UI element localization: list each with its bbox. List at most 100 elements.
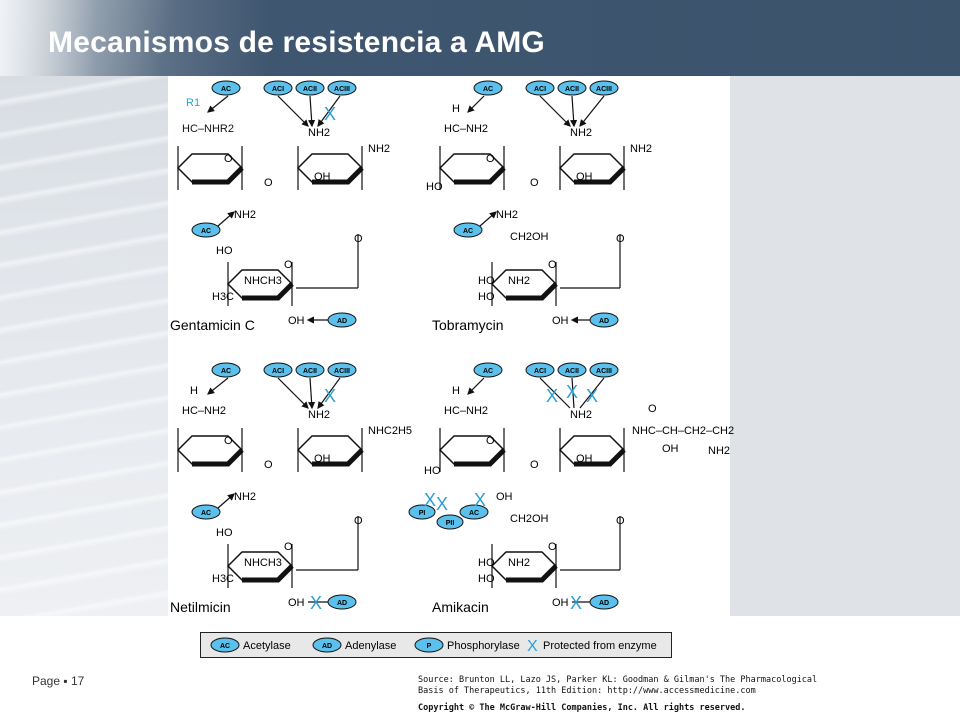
sidechain-hydroxyl-label: OH [662,443,679,455]
source-line-2: Basis of Therapeutics, 11th Edition: htt… [418,686,756,696]
netilmicin-label: Netilmicin [170,599,231,615]
ch2oh-label: CH2OH [510,231,549,243]
ring-oxygen: O [486,153,495,165]
amino-label: NH2 [630,143,652,155]
netilmicin-structure: O O OH NHC2H5 H HC–NH2 NH2 NH2 O HO O NH… [170,362,412,615]
hydroxyl-label: OH [552,597,569,609]
amino-label: NH2 [308,409,330,421]
svg-text:ACI: ACI [534,86,546,93]
hydroxyl-label: OH [496,491,513,503]
gentamicin-label: Gentamicin C [170,317,255,333]
protected-x-mark: X [324,386,336,406]
svg-text:ACIII: ACIII [334,368,350,375]
enzyme-ac2-badge: ACII [295,362,325,378]
gentamicin-structure: O O OH NH2 R1 HC–NHR2 NH2 NH2 O HO O NHC… [170,80,390,333]
hydroxyl-label: HO [478,275,495,287]
enzyme-ac-badge: AC [473,80,503,96]
hc-nhr2-label: HC–NHR2 [182,123,234,135]
svg-text:ACI: ACI [272,86,284,93]
svg-text:ACI: ACI [272,368,284,375]
slide-title: Mecanismos de resistencia a AMG [48,26,545,59]
svg-text:ACIII: ACIII [596,86,612,93]
hc-nh2-label: HC–NH2 [444,405,488,417]
protected-x-mark: X [310,593,322,613]
amino-label: NH2 [234,491,256,503]
enzyme-ac2-badge: ACII [557,80,587,96]
amikacin-label: Amikacin [432,599,489,615]
amino-label: NH2 [234,209,256,221]
legend-phosphorylase-text: Phosphorylase [447,640,520,652]
svg-text:AC: AC [469,510,479,517]
hydroxyl-label: OH [576,171,593,183]
protected-x-mark: X [566,382,578,402]
enzyme-p1-badge: PI [408,504,436,520]
nhc2h5-label: NHC2H5 [368,425,412,437]
page-number: Page ▪ 17 [32,674,85,688]
legend-protected-text: Protected from enzyme [543,640,657,652]
svg-text:ACI: ACI [534,368,546,375]
carbonyl-oxygen-label: O [648,403,657,415]
enzyme-ac-badge: AC [453,222,483,238]
amino-label: NH2 [368,143,390,155]
legend-protected: X Protected from enzyme [527,638,657,655]
hc-nh2-label: HC–NH2 [444,123,488,135]
h3c-label: H3C [212,291,234,303]
h-label: H [452,103,460,115]
oxygen-label: O [284,259,293,271]
svg-text:X: X [527,638,538,655]
hydroxyl-label: OH [314,453,331,465]
protected-x-mark: X [570,593,582,613]
amikacin-structure: O O OH H HC–NH2 NH2 HO OH CH2OH O HO O N… [408,362,734,615]
nhch3-label: NHCH3 [244,557,282,569]
hydroxyl-label: HO [216,245,233,257]
hydroxyl-label: HO [478,291,495,303]
background-left-panel [0,76,168,616]
legend-acetylase-text: Acetylase [243,640,291,652]
oxygen-label: O [548,259,557,271]
svg-text:ACIII: ACIII [334,86,350,93]
ring-oxygen: O [224,435,233,447]
hc-nh2-label: HC–NH2 [182,405,226,417]
aminoglycoside-figure: O O OH NH2 R1 HC–NHR2 NH2 NH2 O HO O NHC… [168,76,734,616]
legend-phosphorylase: P Phosphorylase [414,637,520,653]
glycosidic-oxygen: O [530,459,539,471]
tobramycin-structure: O O OH NH2 H HC–NH2 NH2 HO NH2 CH2OH O H… [426,80,652,333]
svg-text:ACII: ACII [303,86,317,93]
ch2oh-label: CH2OH [510,513,549,525]
amino-label: NH2 [508,275,530,287]
enzyme-ac-badge: AC [191,504,221,520]
r1-label: R1 [186,97,200,109]
amino-label: NH2 [508,557,530,569]
protected-x-mark: X [546,386,558,406]
tobramycin-label: Tobramycin [432,317,504,333]
glycosidic-oxygen: O [264,177,273,189]
svg-text:AC: AC [483,86,493,93]
background-right-panel [730,76,960,616]
svg-text:AD: AD [337,318,347,325]
svg-text:AD: AD [322,643,332,650]
enzyme-ac1-badge: ACI [263,80,293,96]
enzyme-ac2-badge: ACII [557,362,587,378]
hydroxyl-label: OH [576,453,593,465]
enzyme-ac3-badge: ACIII [589,362,619,378]
svg-text:ACII: ACII [565,86,579,93]
svg-text:AD: AD [599,318,609,325]
protected-x-mark: X [586,386,598,406]
slide-header [0,0,960,76]
protected-x-mark: X [436,494,448,514]
h-label: H [190,385,198,397]
enzyme-ac2-badge: ACII [295,80,325,96]
svg-text:ACII: ACII [303,368,317,375]
source-citation: Source: Brunton LL, Lazo JS, Parker KL: … [418,675,817,697]
enzyme-ad-badge: AD [589,594,619,610]
legend-acetylase: AC Acetylase [210,637,291,653]
source-line-1: Source: Brunton LL, Lazo JS, Parker KL: … [418,675,818,685]
h-label: H [452,385,460,397]
enzyme-p2-badge: PII [436,514,464,530]
enzyme-legend: AC Acetylase AD Adenylase P Phosphorylas… [200,632,672,658]
oxygen-label: O [284,541,293,553]
legend-adenylase-text: Adenylase [345,640,396,652]
amino-label: NH2 [570,409,592,421]
nhch3-label: NHCH3 [244,275,282,287]
enzyme-ac3-badge: ACIII [589,80,619,96]
